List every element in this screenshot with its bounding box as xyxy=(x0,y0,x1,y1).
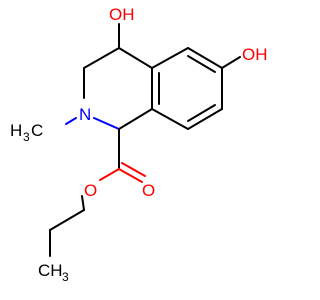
molecule-canvas: OH OH N H 3 C O O CH 3 xyxy=(10,5,268,284)
oh-top-label: OH xyxy=(109,5,135,24)
bond-c1-c8a xyxy=(118,108,153,130)
ester-o-label: O xyxy=(84,181,97,200)
terminal-sub-label: 3 xyxy=(62,270,69,284)
bond-o-propyl1 xyxy=(81,195,85,211)
bond-c7-c8 xyxy=(187,108,223,130)
bond-c4-c3 xyxy=(83,47,120,69)
bond-carbonyl-a xyxy=(118,168,143,183)
methyl-sub-label: 3 xyxy=(23,130,30,144)
bond-carbonyl-b xyxy=(121,162,146,177)
bond-c7-c8-inner xyxy=(187,104,216,122)
oh-right-label: OH xyxy=(242,45,268,64)
bond-c5-c6 xyxy=(187,47,223,69)
bond-cester-oester xyxy=(99,168,120,181)
bond-c6-o xyxy=(221,56,241,69)
bond-n-c1 xyxy=(93,117,120,130)
bond-c8-c8a xyxy=(151,108,189,130)
structure-diagram: OH OH N H 3 C O O CH 3 xyxy=(10,5,268,284)
bond-c4a-c5 xyxy=(151,47,189,69)
terminal-ch-label: CH xyxy=(38,261,63,280)
bond-propyl1-propyl2 xyxy=(49,209,85,231)
bond-c4-c4a xyxy=(118,47,153,69)
carbonyl-o-label: O xyxy=(142,181,155,200)
methyl-h-label: H xyxy=(10,121,22,140)
nitrogen-label: N xyxy=(79,105,91,124)
bond-n-methyl xyxy=(65,117,77,125)
methyl-c-label: C xyxy=(31,121,43,140)
bond-c5-c6-inner xyxy=(187,55,216,73)
